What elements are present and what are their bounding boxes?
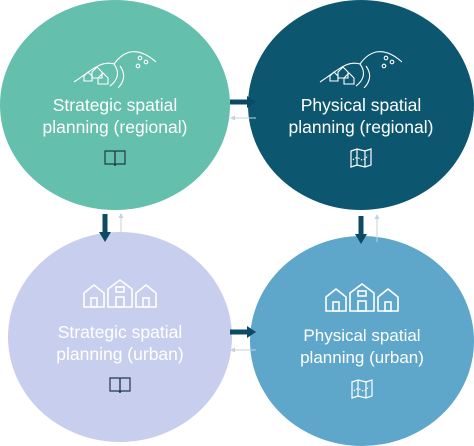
node-label: Strategic spatial planning (regional)	[42, 95, 188, 137]
arrow-thin-up	[374, 214, 380, 242]
arrow-bold-right	[230, 96, 256, 108]
arrow-thin-left	[230, 115, 256, 121]
houses-icon	[83, 279, 157, 308]
node-physical-urban: Physical spatial planning (urban)	[250, 236, 474, 446]
book-icon	[109, 377, 131, 394]
node-label: Physical spatial planning (urban)	[300, 326, 424, 367]
hills-houses-icon	[73, 51, 157, 88]
map-icon	[350, 148, 372, 168]
node-physical-regional: Physical spatial planning (regional)	[248, 0, 474, 210]
node-strategic-regional: Strategic spatial planning (regional)	[0, 0, 230, 210]
arrow-thin-up	[118, 213, 124, 241]
hills-houses-icon	[319, 51, 403, 88]
arrow-bold-down	[355, 216, 367, 244]
node-strategic-urban: Strategic spatial planning (urban)	[8, 232, 232, 442]
node-label: Strategic spatial planning (urban)	[56, 322, 184, 364]
map-icon	[351, 379, 373, 399]
arrow-bold-right	[230, 326, 256, 338]
arrow-thin-left	[230, 347, 256, 353]
houses-icon	[325, 283, 399, 312]
book-icon	[104, 150, 126, 167]
arrow-bold-down	[99, 214, 111, 242]
node-label: Physical spatial planning (regional)	[288, 95, 434, 137]
